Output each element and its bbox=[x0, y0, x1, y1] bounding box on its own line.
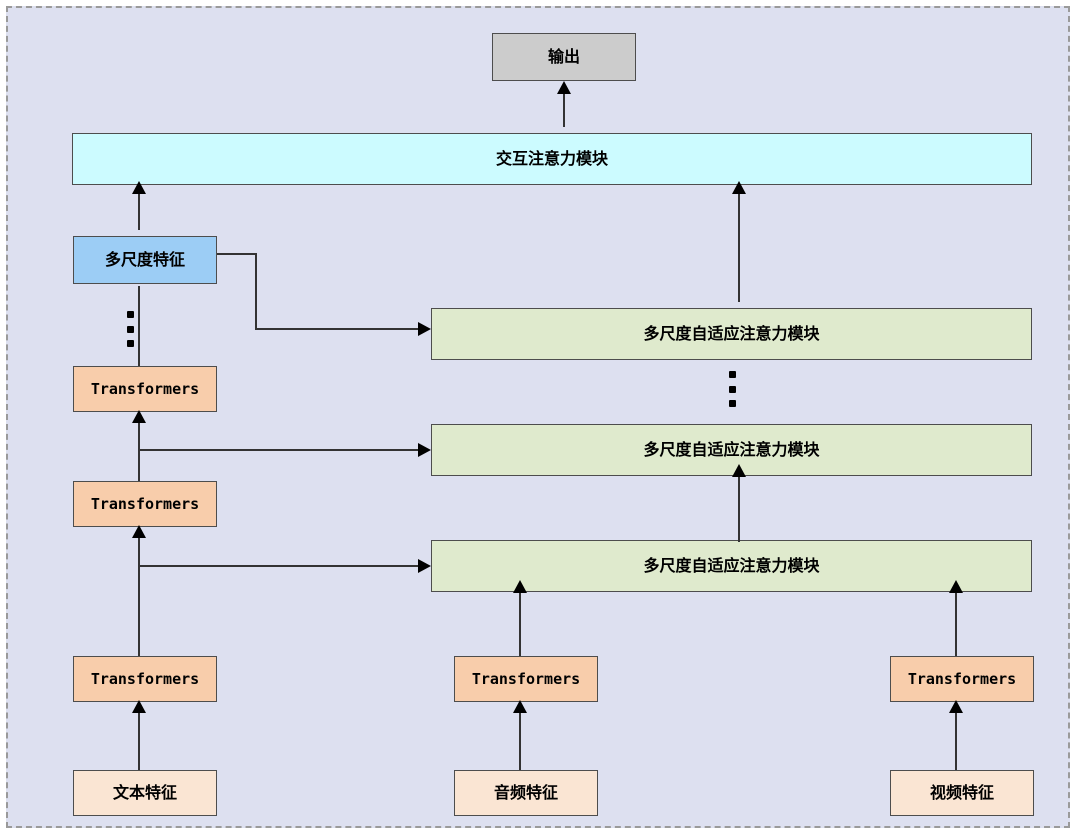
edge-transformer1-to-transformer2 bbox=[138, 537, 140, 656]
arrowhead-msfeature-to-interaction bbox=[132, 181, 146, 194]
node-attention-module-bottom[interactable]: 多尺度自适应注意力模块 bbox=[431, 540, 1032, 592]
arrowhead-msfeature-to-attention-top bbox=[418, 322, 431, 336]
edge-msfeature-down-segment bbox=[255, 253, 257, 330]
node-text-feature[interactable]: 文本特征 bbox=[73, 770, 217, 816]
node-output[interactable]: 输出 bbox=[492, 33, 636, 81]
edge-video-transformer-to-attention-bottom bbox=[955, 592, 957, 656]
edge-attention-top-to-interaction bbox=[738, 193, 740, 302]
arrowhead-attention-bottom-to-mid bbox=[732, 464, 746, 477]
arrowhead-video-feature-to-transformer bbox=[949, 700, 963, 713]
ellipsis-right-column bbox=[728, 371, 736, 407]
node-video-feature[interactable]: 视频特征 bbox=[890, 770, 1034, 816]
arrowhead-transformer1-to-attention-bottom bbox=[418, 559, 431, 573]
arrowhead-interaction-to-output bbox=[557, 81, 571, 94]
edge-transformer2-to-transformer3 bbox=[138, 422, 140, 481]
arrowhead-transformer1-to-transformer2 bbox=[132, 525, 146, 538]
node-video-transformer[interactable]: Transformers bbox=[890, 656, 1034, 702]
edge-audio-feature-to-transformer bbox=[519, 712, 521, 770]
arrowhead-transformer2-to-transformer3 bbox=[132, 410, 146, 423]
arrowhead-audio-feature-to-transformer bbox=[513, 700, 527, 713]
node-interaction-attention[interactable]: 交互注意力模块 bbox=[72, 133, 1032, 185]
arrowhead-audio-transformer-to-attention-bottom bbox=[513, 580, 527, 593]
diagram-canvas: 输出 交互注意力模块 多尺度特征 多尺度自适应注意力模块 多尺度自适应注意力模块… bbox=[6, 6, 1070, 828]
node-attention-module-mid[interactable]: 多尺度自适应注意力模块 bbox=[431, 424, 1032, 476]
node-text-transformer-1[interactable]: Transformers bbox=[73, 656, 217, 702]
edge-msfeature-to-interaction bbox=[138, 193, 140, 230]
node-multiscale-feature[interactable]: 多尺度特征 bbox=[73, 236, 217, 284]
edge-video-feature-to-transformer bbox=[955, 712, 957, 770]
edge-msfeature-right-segment bbox=[217, 253, 257, 255]
node-attention-module-top[interactable]: 多尺度自适应注意力模块 bbox=[431, 308, 1032, 360]
arrowhead-video-transformer-to-attention-bottom bbox=[949, 580, 963, 593]
node-text-transformer-2[interactable]: Transformers bbox=[73, 481, 217, 527]
edge-interaction-to-output bbox=[563, 93, 565, 127]
edge-msfeature-to-attention-top bbox=[255, 328, 422, 330]
edge-transformer2-to-attention-mid bbox=[138, 449, 422, 451]
edge-transformer3-to-msfeature bbox=[138, 286, 140, 366]
edge-text-feature-to-transformer1 bbox=[138, 712, 140, 770]
arrowhead-text-feature-to-transformer1 bbox=[132, 700, 146, 713]
edge-transformer1-to-attention-bottom bbox=[138, 565, 422, 567]
ellipsis-left-column bbox=[126, 311, 134, 347]
edge-audio-transformer-to-attention-bottom bbox=[519, 592, 521, 656]
node-audio-transformer[interactable]: Transformers bbox=[454, 656, 598, 702]
edge-attention-bottom-to-mid bbox=[738, 476, 740, 542]
node-audio-feature[interactable]: 音频特征 bbox=[454, 770, 598, 816]
arrowhead-attention-top-to-interaction bbox=[732, 181, 746, 194]
node-text-transformer-3[interactable]: Transformers bbox=[73, 366, 217, 412]
arrowhead-transformer2-to-attention-mid bbox=[418, 443, 431, 457]
